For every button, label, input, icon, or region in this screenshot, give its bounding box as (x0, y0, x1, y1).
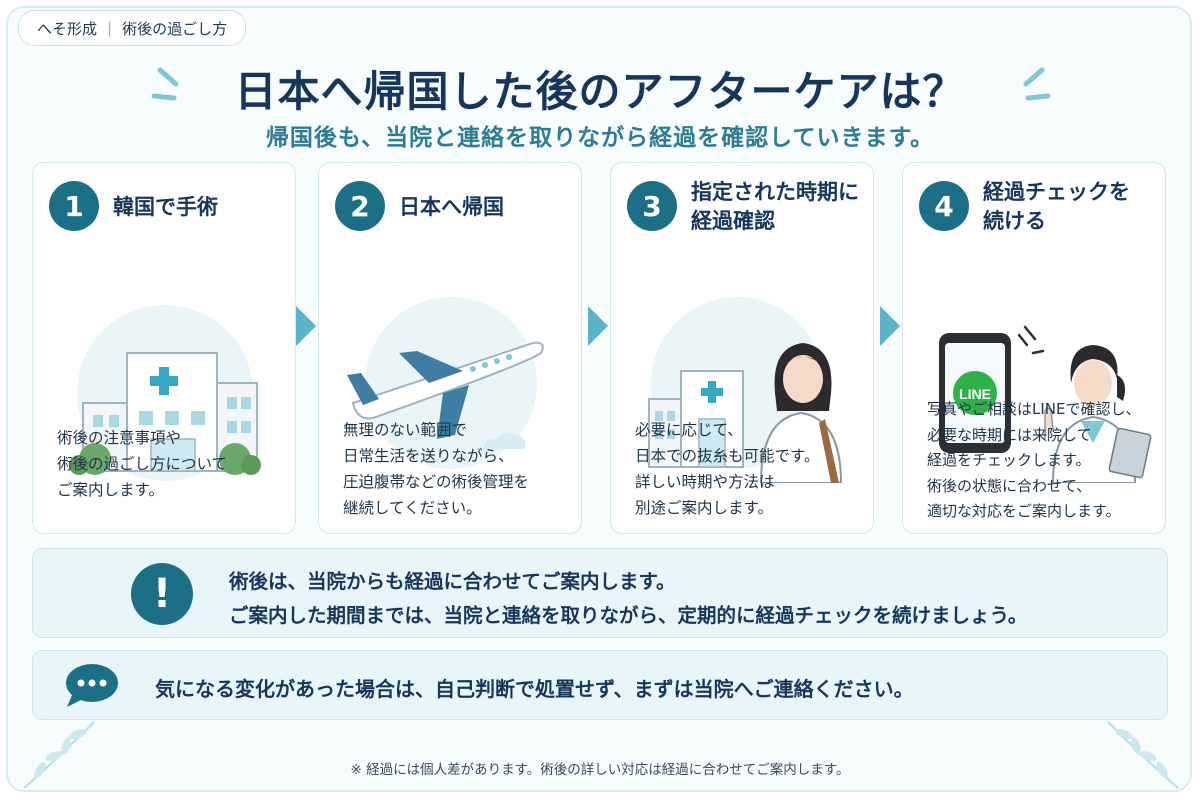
contact-panel: 気になる変化があった場合は、自己判断で処置せず、まずは当院へご連絡ください。 (32, 650, 1168, 720)
step-description: 写真やご相談はLINEで確認し、 必要な時期には来院して 経過をチェックします。… (927, 400, 1141, 520)
breadcrumb-parent[interactable]: へそ形成 (37, 19, 98, 38)
sparkle-right-icon (1023, 67, 1051, 101)
step-number-badge: 2 (335, 181, 385, 231)
step-number-badge: 3 (627, 181, 677, 231)
hospital-icon (69, 305, 261, 481)
step-card-1: 1 韓国で手術 術後の注意事項や 術後の過ごし方について ご案内します。 (32, 162, 296, 534)
step-card-4: 4 経過チェックを続ける LINE 写真やご相談はLINEで確認し、 必要な時期… (902, 162, 1166, 534)
sparkle-left-icon (151, 67, 179, 101)
step-title: 指定された時期に経過確認 (691, 180, 859, 233)
step-description: 無理のない範囲で 日常生活を送りながら、 圧迫腹帯などの術後管理を 継続してくだ… (343, 421, 530, 517)
page-subtitle: 帰国後も、当院と連絡を取りながら経過を確認していきます。 (265, 125, 935, 151)
exclamation-icon: ! (131, 563, 193, 625)
notice-line-2: ご案内した期間までは、当院と連絡を取りながら、定期的に経過チェックを続けましょう… (229, 604, 1028, 627)
step-arrow-1 (296, 306, 316, 346)
notice-panel: ! 術後は、当院からも経過に合わせてご案内します。 ご案内した期間までは、当院と… (32, 548, 1168, 638)
leaf-right-icon (1107, 721, 1179, 789)
step-card-3: 3 指定された時期に経過確認 必要に応じて、 日本での抜糸も可能です。 詳しい時… (610, 162, 874, 534)
notice-line-1: 術後は、当院からも経過に合わせてご案内します。 (229, 570, 676, 593)
chat-bubble-icon (66, 664, 118, 707)
phone-doctor-icon: LINE (939, 325, 1152, 483)
step-title: 経過チェックを続ける (983, 180, 1130, 233)
airplane-icon (347, 297, 544, 469)
step-description: 術後の注意事項や 術後の過ごし方について ご案内します。 (57, 429, 228, 499)
leaf-left-icon (23, 721, 95, 789)
step-number-badge: 4 (919, 181, 969, 231)
step-title: 日本へ帰国 (399, 194, 504, 219)
breadcrumb-current: 術後の過ごし方 (122, 19, 228, 38)
breadcrumb-separator: | (107, 19, 113, 37)
step-arrow-2 (588, 306, 608, 346)
page-title: 日本へ帰国した後のアフターケアは？ (234, 67, 966, 116)
contact-text: 気になる変化があった場合は、自己判断で処置せず、まずは当院へご連絡ください。 (155, 677, 914, 701)
line-logo-text: LINE (959, 386, 991, 402)
step-description: 必要に応じて、 日本での抜糸も可能です。 詳しい時期や方法は 別途ご案内します。 (635, 421, 820, 517)
breadcrumb: へそ形成 | 術後の過ごし方 (18, 10, 247, 46)
step-number-badge: 1 (49, 181, 99, 231)
step-arrow-3 (880, 306, 900, 346)
step-card-2: 2 日本へ帰国 無理のない範囲で 日常生活を送りながら、 圧迫腹帯などの術後管理… (318, 162, 582, 534)
clinic-patient-icon (648, 297, 843, 483)
footnote: ※ 経過には個人差があります。術後の詳しい対応は経過に合わせてご案内します。 (350, 762, 850, 778)
step-title: 韓国で手術 (113, 194, 218, 219)
